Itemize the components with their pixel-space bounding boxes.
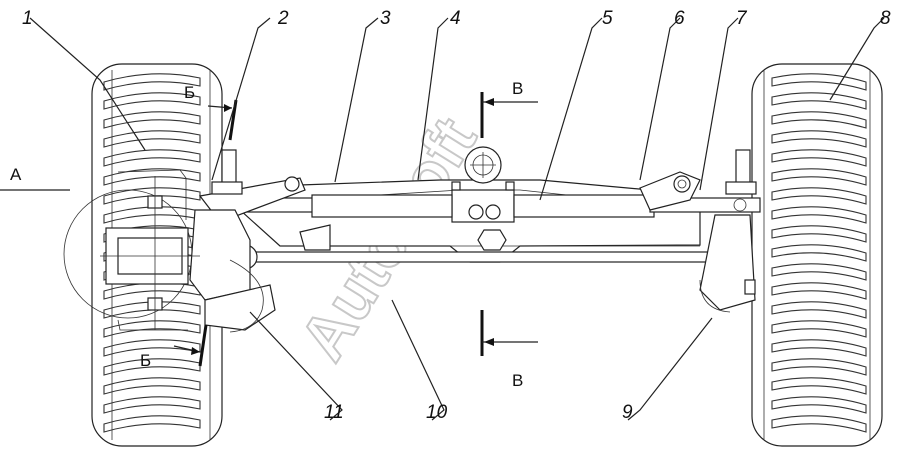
tread-lug [771,320,867,338]
tread-lug [771,149,867,167]
label-b-bottom: Б [140,351,151,370]
tread-lug [771,358,867,376]
tread-lug [103,415,201,433]
tread-lug [103,92,201,110]
callout-8: 8 [880,8,891,29]
tread-lug [103,73,201,91]
tread-lug [103,111,201,129]
right-steering-arm [639,171,701,211]
right-hose [699,279,731,313]
left-kingpin [189,149,276,331]
tread-lug [103,396,201,414]
tread-lug [103,282,201,300]
tread-lug [771,301,867,319]
left-hose [229,259,264,333]
label-v-bottom: В [512,371,523,390]
tread-lug [103,339,201,357]
leader-lines [0,17,885,421]
callout-1: 1 [22,8,33,29]
tread-lug [771,73,867,91]
callout-7: 7 [736,8,748,29]
tread-lug [103,168,201,186]
tread-lug [771,415,867,433]
tread-lug [103,377,201,395]
section-b-marker-top [207,99,238,141]
tread-lug [771,206,867,224]
callout-6: 6 [674,8,685,29]
right-wheel-treads [771,73,867,433]
label-v-top: В [512,79,523,98]
callout-9: 9 [622,402,633,423]
tread-lug [771,396,867,414]
central-pivot [451,146,515,251]
left-mudguard [117,169,188,331]
callout-10: 10 [426,402,448,423]
tread-lug [771,92,867,110]
callout-2: 2 [277,8,289,29]
label-view-a: А [10,165,22,184]
right-wheel [751,63,883,447]
section-v-marker-bottom [480,310,538,356]
callout-5: 5 [602,8,613,29]
tread-lug [771,187,867,205]
right-kingpin [699,149,757,311]
tread-lug [771,111,867,129]
tread-lug [771,225,867,243]
tread-lug [771,377,867,395]
label-b-top: Б [184,83,195,102]
tread-lug [103,130,201,148]
tread-lug [103,320,201,338]
section-v-marker-top [480,92,538,138]
tread-lug [103,301,201,319]
tread-lug [771,282,867,300]
tread-lug [771,263,867,281]
tread-lug [103,149,201,167]
tread-lug [103,358,201,376]
tread-lug [771,168,867,186]
tread-lug [771,130,867,148]
callout-4: 4 [450,8,461,29]
tread-lug [103,187,201,205]
section-b-marker-bottom [173,324,208,367]
left-hub [100,176,200,330]
callout-11: 11 [324,402,344,423]
tread-lug [771,339,867,357]
tread-lug [771,244,867,262]
callout-3: 3 [380,8,391,29]
